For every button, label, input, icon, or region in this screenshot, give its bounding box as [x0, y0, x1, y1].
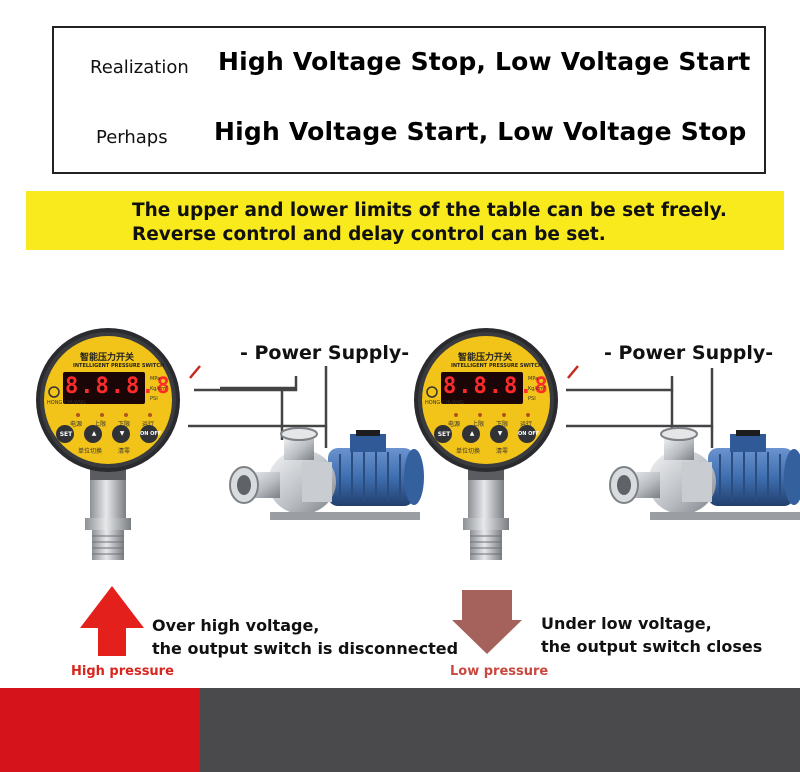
indicator-label: 运行 — [520, 421, 533, 428]
button-caption: 单位切换 — [456, 448, 481, 455]
unit-label: MPa — [528, 376, 539, 382]
mode-row-perhaps: Perhaps High Voltage Start, Low Voltage … — [54, 116, 764, 156]
low-pressure-label: Low pressure — [450, 664, 549, 679]
mode-label: Realization — [90, 57, 189, 78]
indicator-label: 上限 — [472, 421, 485, 428]
gauge-subtitle: INTELLIGENT PRESSURE SWITCH — [451, 363, 543, 369]
caption-line: Under low voltage, — [541, 614, 712, 633]
indicator-label: 上限 — [94, 421, 107, 428]
indicator-label: 下限 — [496, 421, 509, 428]
down-button[interactable]: ▼ — [497, 430, 503, 437]
gauge-title: 智能压力开关 — [80, 353, 135, 363]
up-button[interactable]: ▲ — [91, 430, 97, 437]
footer-red-block — [0, 688, 200, 772]
unit-label: MPa — [150, 376, 161, 382]
button-caption: 清零 — [118, 448, 131, 455]
banner-line: Reverse control and delay control can be… — [132, 224, 606, 245]
on-off-button[interactable]: ON OFF — [140, 431, 162, 437]
feature-banner: The upper and lower limits of the table … — [26, 191, 784, 250]
wiring-diagram: - Power Supply- - Power Supply- 智能压力开关 I… — [0, 280, 800, 680]
gauge-display: 8.8.8.8 — [65, 374, 172, 399]
indicator-label: 运行 — [142, 421, 155, 428]
gauge-display: 8.8.8.8 — [443, 374, 550, 399]
mode-value: High Voltage Stop, Low Voltage Start — [218, 47, 751, 76]
indicator-label: 电源 — [448, 421, 461, 428]
indicator-label: 电源 — [70, 421, 83, 428]
mode-value: High Voltage Start, Low Voltage Stop — [214, 117, 747, 146]
brand-label: HONG CHUANG — [47, 400, 86, 406]
unit-label: Kg/cm² — [150, 386, 168, 392]
button-caption: 清零 — [496, 448, 509, 455]
gauge-subtitle: INTELLIGENT PRESSURE SWITCH — [73, 363, 165, 369]
unit-label: PSI — [150, 396, 158, 402]
button-caption: 单位切换 — [78, 448, 103, 455]
power-supply-label-right: - Power Supply- — [604, 342, 774, 364]
caption-line: Over high voltage, — [152, 616, 320, 635]
brand-label: HONG CHUANG — [425, 400, 464, 406]
mode-box: Realization High Voltage Stop, Low Volta… — [52, 26, 766, 174]
caption-line: the output switch closes — [541, 637, 763, 656]
set-button[interactable]: SET — [437, 431, 451, 438]
unit-label: Kg/cm² — [528, 386, 546, 392]
unit-label: PSI — [528, 396, 536, 402]
high-pressure-label: High pressure — [71, 664, 174, 679]
gauge-title: 智能压力开关 — [458, 353, 513, 363]
up-button[interactable]: ▲ — [469, 430, 475, 437]
indicator-label: 下限 — [118, 421, 131, 428]
power-supply-label-left: - Power Supply- — [240, 342, 410, 364]
mode-label: Perhaps — [96, 127, 168, 148]
set-button[interactable]: SET — [59, 431, 73, 438]
high-pressure-caption: Over high voltage, the output switch is … — [152, 614, 458, 660]
mode-row-realization: Realization High Voltage Stop, Low Volta… — [54, 46, 764, 86]
on-off-button[interactable]: ON OFF — [518, 431, 540, 437]
diagram-graphics — [35, 327, 800, 656]
caption-line: the output switch is disconnected — [152, 639, 459, 658]
low-pressure-caption: Under low voltage, the output switch clo… — [541, 612, 762, 658]
banner-line: The upper and lower limits of the table … — [132, 200, 727, 221]
down-button[interactable]: ▼ — [119, 430, 125, 437]
footer-dark-block — [200, 688, 800, 772]
